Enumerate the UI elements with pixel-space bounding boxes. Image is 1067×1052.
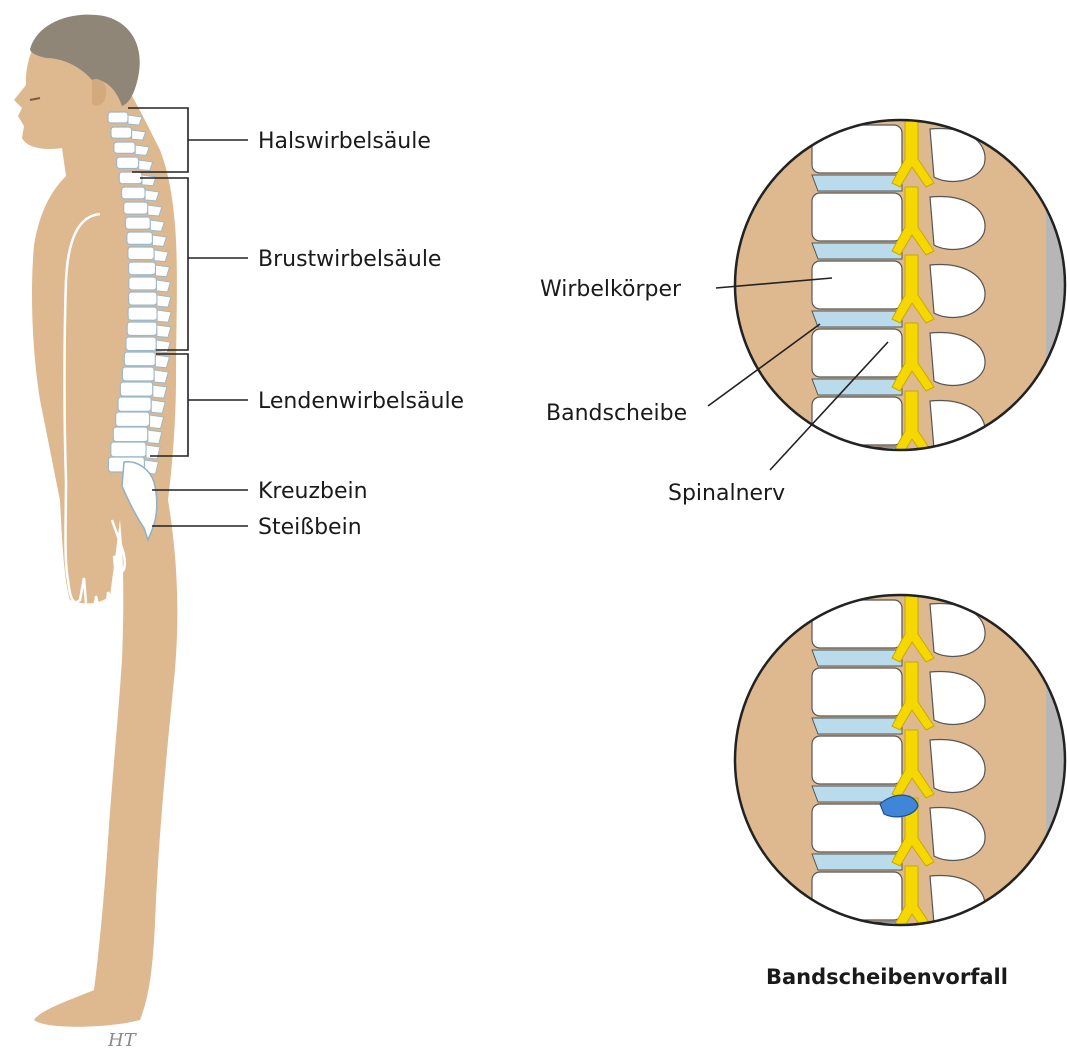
intervertebral-disc (812, 650, 902, 666)
intervertebral-disc (812, 379, 902, 395)
label-disc: Bandscheibe (546, 401, 687, 426)
vertebra (129, 292, 157, 305)
label-coccyx: Steißbein (258, 515, 362, 540)
vertebra (111, 442, 146, 457)
vertebra (128, 307, 157, 320)
herniation-caption: Bandscheibenvorfall (766, 965, 1008, 989)
spinous-process (152, 235, 166, 246)
spinous-process (150, 415, 164, 428)
detail-circle-herniation (730, 590, 1067, 938)
spinous-process (150, 220, 164, 231)
spinous-process (157, 325, 171, 337)
vertebral-body (812, 600, 902, 648)
label-sacrum: Kreuzbein (258, 479, 368, 504)
label-cervical: Halswirbelsäule (258, 129, 431, 154)
body-labels: Halswirbelsäule Brustwirbelsäule Lendenw… (258, 129, 464, 540)
vertebra (127, 322, 157, 335)
spinous-process (153, 385, 167, 398)
spinous-process (142, 175, 156, 186)
vertebra (129, 277, 157, 290)
intervertebral-disc (812, 718, 902, 734)
vertebra (113, 427, 148, 442)
vertebra (116, 412, 150, 426)
intervertebral-disc (812, 243, 902, 259)
intervertebral-disc (812, 175, 902, 191)
spinous-process (148, 205, 162, 216)
vertebra (117, 157, 139, 169)
vertebra (128, 247, 154, 260)
intervertebral-disc (812, 311, 902, 327)
vertebra (122, 367, 154, 381)
vertebra (124, 352, 155, 366)
artist-signature: HT (107, 1030, 138, 1051)
spinous-process (930, 603, 985, 656)
vertebra (129, 262, 156, 275)
spinous-process (156, 280, 170, 292)
label-thoracic: Brustwirbelsäule (258, 247, 441, 272)
spinous-process (132, 130, 146, 140)
vertebral-body (812, 668, 902, 716)
spinous-process (145, 190, 159, 201)
vertebral-body (812, 397, 902, 445)
vertebra (127, 232, 153, 244)
spinous-process (154, 370, 168, 383)
vertebra (111, 127, 132, 138)
spinous-process (930, 128, 985, 181)
vertebra (122, 187, 145, 199)
spinous-process (154, 250, 168, 262)
intervertebral-disc (812, 854, 902, 870)
vertebral-body (812, 193, 902, 241)
vertebra (114, 142, 135, 153)
spinous-process (151, 400, 165, 413)
vertebral-body (812, 329, 902, 377)
spinous-process (139, 160, 153, 171)
vertebra (126, 337, 156, 351)
vertebra (119, 172, 142, 184)
vertebra (118, 397, 151, 411)
spinous-process (128, 115, 142, 125)
label-spinal-nerve: Spinalnerv (668, 481, 785, 506)
spinous-process (135, 145, 149, 155)
spinous-process (148, 430, 162, 444)
detail-circle-normal (730, 115, 1067, 463)
vertebral-body (812, 872, 902, 920)
spinous-process (155, 355, 169, 368)
spinous-process (156, 265, 170, 277)
vertebral-body (812, 261, 902, 309)
label-vertebral-body: Wirbelkörper (540, 277, 682, 302)
vertebra (108, 112, 128, 123)
vertebral-body (812, 736, 902, 784)
human-figure: HT (14, 15, 177, 1051)
vertebra (124, 202, 148, 214)
vertebra (120, 382, 153, 396)
label-lumbar: Lendenwirbelsäule (258, 389, 464, 414)
spinous-process (157, 310, 171, 322)
vertebral-body (812, 125, 902, 173)
spinous-process (157, 295, 171, 307)
vertebra (125, 217, 150, 229)
